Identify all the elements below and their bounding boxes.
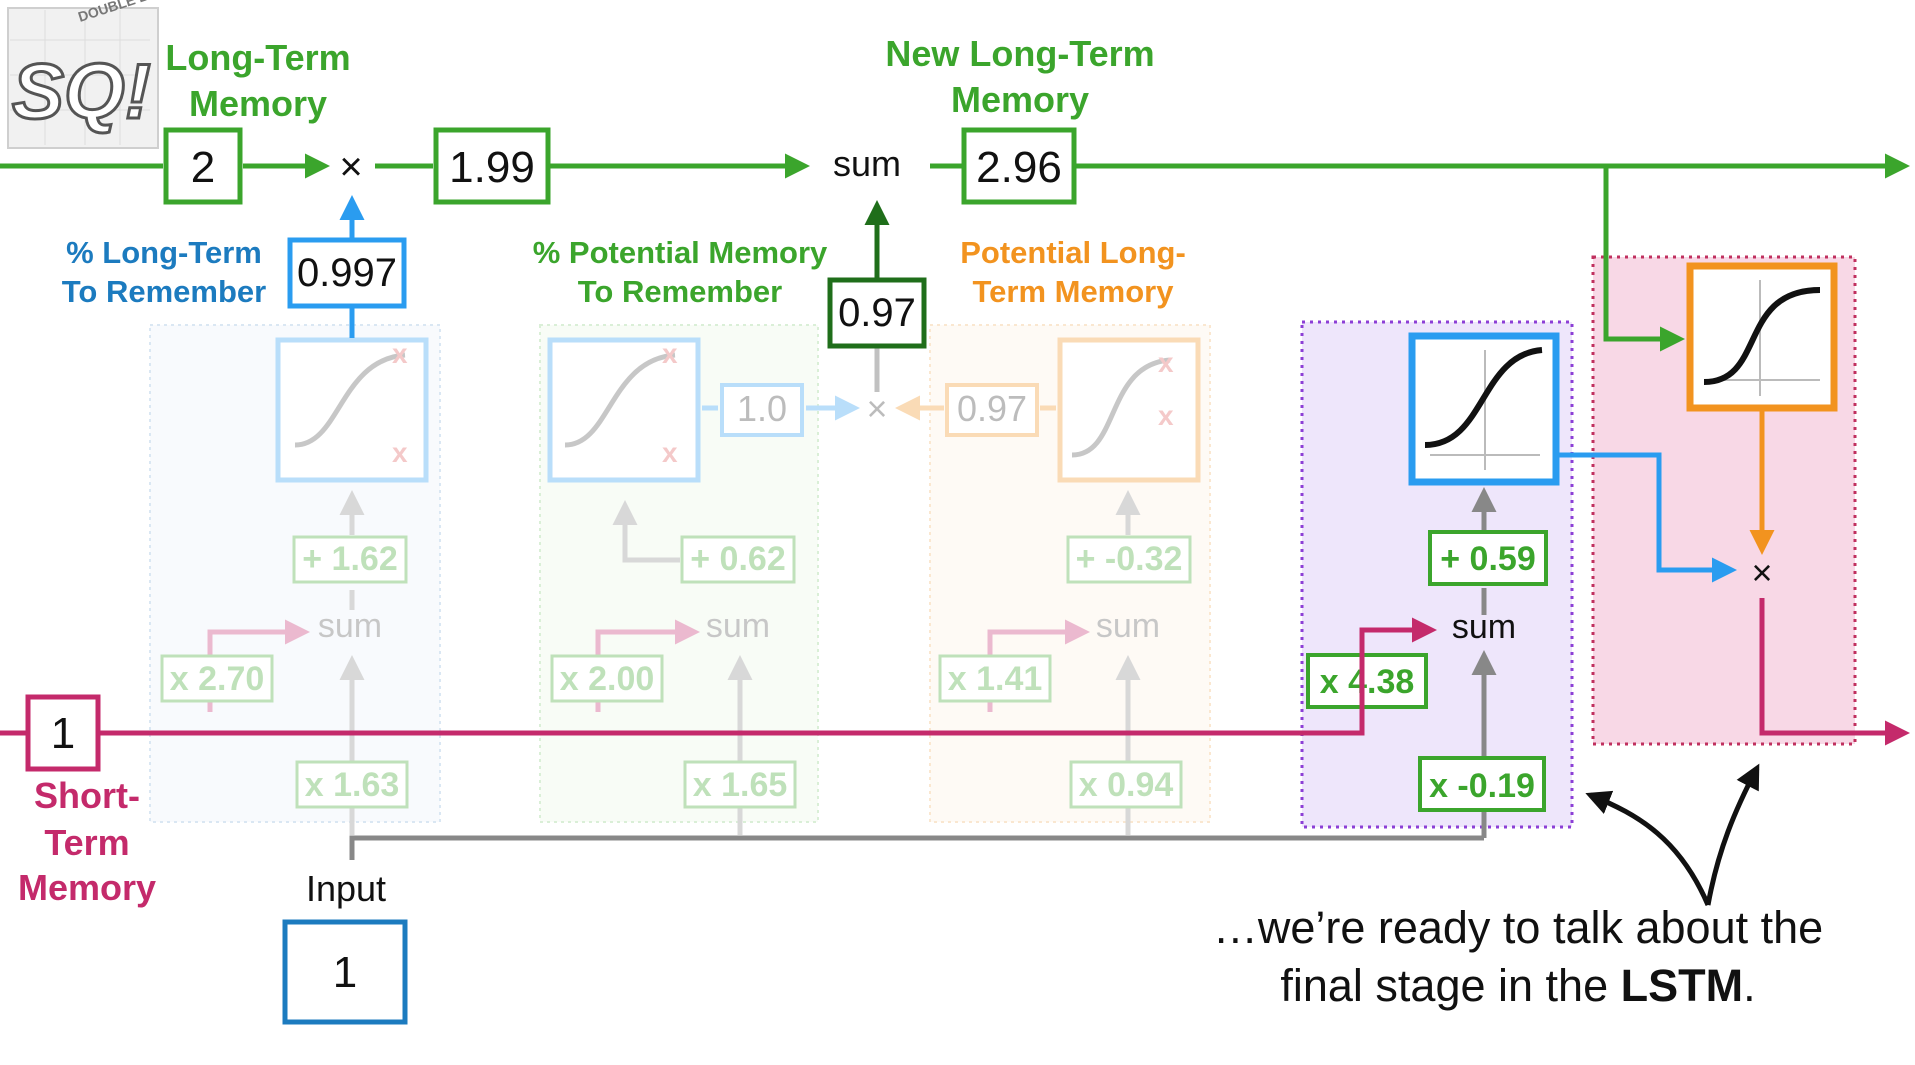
input-short-weight-box: [550, 654, 664, 703]
caption-line2-suffix: .: [1743, 960, 1756, 1011]
potential-input-weight-box: [1069, 760, 1183, 809]
caption-line2-prefix: final stage in the: [1280, 960, 1620, 1011]
forget-bias-box: [292, 535, 408, 584]
forget-sum: sum: [318, 607, 382, 645]
long-term-value: 2: [191, 143, 215, 192]
input-line: [349, 835, 1484, 860]
input-input-weight: x 1.65: [693, 766, 788, 804]
potential-times: ×: [866, 388, 887, 429]
short-term-label-line2: Term: [44, 822, 129, 863]
potential-short-weight-box: [938, 654, 1052, 703]
potential-sum: sum: [1096, 607, 1160, 645]
long-term-sum: sum: [833, 143, 901, 184]
logo-text: SQ!: [12, 47, 151, 135]
new-long-term-label-line1: New Long-Term: [885, 33, 1154, 74]
input-sum: sum: [706, 607, 770, 645]
forget-output-box: [287, 237, 407, 309]
potential-output-box: [945, 383, 1039, 437]
output-bias-box: [1428, 530, 1548, 586]
forget-gate-label-line1: % Long-Term: [66, 235, 262, 270]
short-term-label-line3: Memory: [18, 867, 156, 908]
long-term-label-line2: Memory: [189, 83, 327, 124]
svg-text:x: x: [392, 437, 408, 468]
forget-short-weight-box: [160, 654, 274, 703]
output-bias: + 0.59: [1440, 540, 1535, 578]
long-term-product: 1.99: [449, 143, 535, 192]
output-input-weight-box: [1418, 756, 1546, 812]
final-tanh-curve: [1703, 287, 1821, 385]
caption-line1: …we’re ready to talk about the: [1213, 902, 1823, 953]
forget-input-weight-box: [295, 760, 409, 809]
potential-output: 0.97: [957, 388, 1027, 429]
new-long-term-value: 2.96: [976, 143, 1062, 192]
caption-line2: final stage in the LSTM.: [1280, 960, 1755, 1011]
statquest-logo: SQ! DOUBLE BAM!!: [7, 0, 180, 149]
svg-text:x: x: [662, 437, 678, 468]
output-sum: sum: [1452, 608, 1516, 646]
tanh-curve: [1071, 357, 1171, 458]
long-term-label-line1: Long-Term: [165, 37, 350, 78]
tanh-box: [1057, 337, 1201, 483]
new-long-term-value-box: [961, 127, 1077, 205]
short-term-memory-line: [0, 617, 1437, 736]
final-output-path: [1759, 598, 1910, 746]
output-input-weight: x -0.19: [1429, 767, 1535, 805]
new-long-term-label-line2: Memory: [951, 79, 1089, 120]
input-bias: + 0.62: [690, 540, 785, 578]
potential-bias: + -0.32: [1076, 540, 1183, 578]
input-label: Input: [306, 868, 386, 909]
potential-memory-panel: x x 0.97 × + -0.32 sum x 1.41 x 0.94: [866, 324, 1211, 835]
input-gate-label-line2: To Remember: [578, 274, 782, 309]
svg-text:x: x: [1158, 400, 1174, 431]
short-term-value-box: [25, 694, 101, 772]
long-term-value-box: [163, 127, 243, 205]
short-term-label-line1: Short-: [34, 775, 140, 816]
input-short-weight: x 2.00: [560, 660, 655, 698]
output-gate-blue-path: [1558, 452, 1737, 583]
input-gate-output: 1.0: [737, 388, 787, 429]
svg-text:x: x: [1158, 347, 1174, 378]
input-value-box: [282, 919, 408, 1025]
caption-arrow-left: [1585, 790, 1711, 906]
input-input-weight-box: [683, 760, 797, 809]
potential-bias-box: [1066, 535, 1192, 584]
input-sigmoid-curve: [564, 352, 676, 448]
output-gate: + 0.59 sum x -0.19 x 4.38: [1306, 332, 1737, 838]
input-gate-panel: x x 1.0 + 0.62 sum x 2.00 x 1.65: [539, 324, 860, 835]
forget-sigmoid-curve: [294, 352, 406, 448]
forget-output: 0.997: [297, 251, 397, 295]
output-short-weight: x 4.38: [1320, 663, 1415, 701]
input-gate-output-box: [720, 383, 804, 437]
forget-short-weight: x 2.70: [170, 660, 265, 698]
forget-bias: + 1.62: [302, 540, 397, 578]
caption-arrow-right: [1705, 763, 1760, 906]
potential-short-weight: x 1.41: [948, 660, 1043, 698]
potential-product-box: [827, 277, 927, 349]
long-term-times: ×: [339, 145, 362, 189]
potential-input-weight: x 0.94: [1079, 766, 1174, 804]
input-sigmoid-box: [547, 337, 701, 483]
potential-label-line2: Term Memory: [973, 274, 1175, 309]
short-term-value: 1: [51, 709, 75, 758]
forget-sigmoid-box: [275, 337, 429, 483]
caption-line2-bold: LSTM: [1621, 960, 1743, 1011]
svg-text:x: x: [662, 338, 678, 369]
forget-input-weight: x 1.63: [305, 766, 400, 804]
forget-gate-label-line2: To Remember: [62, 274, 266, 309]
input-value: 1: [333, 948, 357, 997]
long-term-product-box: [433, 127, 551, 205]
svg-text:x: x: [392, 338, 408, 369]
final-times: ×: [1751, 552, 1772, 593]
input-gate-label-line1: % Potential Memory: [533, 235, 828, 270]
input-bias-box: [680, 535, 796, 584]
potential-label-line1: Potential Long-: [960, 235, 1186, 270]
long-term-memory-line: [0, 153, 1910, 352]
output-short-weight-box: [1306, 653, 1428, 709]
output-sigmoid-curve: [1424, 347, 1543, 448]
forget-gate-panel: x x + 1.62 sum x 2.70 x 1.63: [149, 324, 441, 835]
final-stage: ×: [1686, 262, 1910, 746]
potential-product: 0.97: [838, 291, 916, 335]
